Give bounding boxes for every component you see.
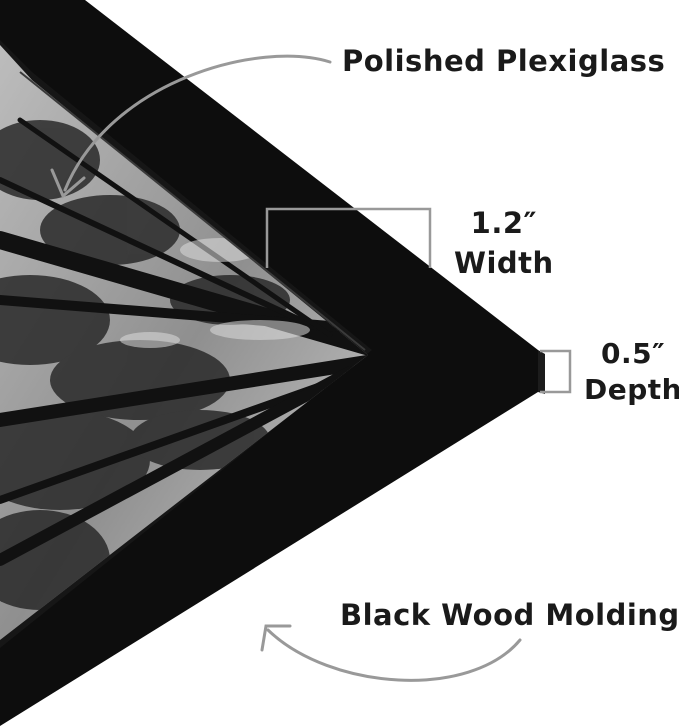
molding-label: Black Wood Molding bbox=[340, 598, 679, 632]
depth-value: 0.5″ bbox=[600, 337, 666, 370]
depth-bracket bbox=[540, 349, 572, 394]
depth-label: Depth bbox=[584, 373, 679, 406]
frame-depth-edge bbox=[538, 350, 545, 394]
width-value: 1.2″ bbox=[470, 206, 538, 240]
plexiglass-label: Polished Plexiglass bbox=[342, 44, 666, 78]
width-callout: 1.2″ Width bbox=[454, 203, 554, 283]
plexiglass-edge bbox=[19, 71, 366, 351]
curved-arrow-icon bbox=[260, 624, 522, 682]
depth-callout: 0.5″ Depth bbox=[584, 336, 679, 408]
curved-arrow-icon bbox=[50, 54, 332, 199]
width-bracket bbox=[265, 207, 432, 268]
width-label: Width bbox=[454, 246, 554, 280]
